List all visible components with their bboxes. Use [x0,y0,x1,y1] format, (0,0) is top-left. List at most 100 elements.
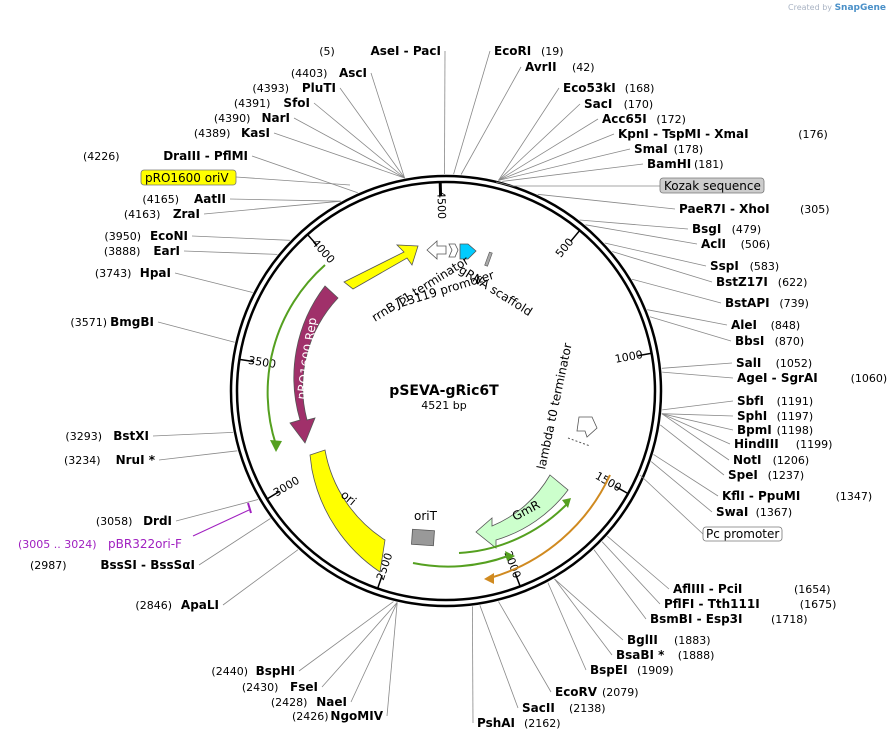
site-position: (1052) [776,357,813,370]
site-position: (3234) [64,454,101,467]
site-name: DrdI [143,514,172,528]
feature-orit[interactable] [411,528,435,547]
plasmid-length: 4521 bp [421,399,466,412]
site-position: (4403) [291,67,328,80]
site-name: PflFI - Tth111I [664,597,760,611]
leader-line [660,424,725,476]
restriction-site-label[interactable]: BstXI(3293) [65,429,149,443]
restriction-site-label[interactable]: SacI(170) [584,97,653,111]
restriction-site-label[interactable]: BpmI(1198) [737,423,813,437]
restriction-site-label[interactable]: ApaLI(2846) [135,598,219,612]
restriction-site-label[interactable]: EcoRV(2079) [555,685,639,699]
restriction-site-label[interactable]: KasI(4389) [194,126,270,140]
restriction-site-label[interactable]: NarI(4390) [214,111,290,125]
tick-mark [570,229,581,242]
pc-promoter-box [702,526,783,542]
site-position: (176) [798,128,828,141]
restriction-site-label[interactable]: PaeR7I - XhoI(305) [679,202,830,216]
restriction-site-label[interactable]: SfoI(4391) [234,96,310,110]
site-position: (1191) [777,395,814,408]
leader-line [662,371,734,379]
restriction-site-label[interactable]: SwaI(1367) [716,505,792,519]
restriction-site-label[interactable]: AatII(4165) [142,192,226,206]
restriction-site-label[interactable]: Acc65I(172) [602,112,686,126]
site-position: (479) [732,223,762,236]
restriction-site-label[interactable]: SalI (1052) [736,356,812,370]
restriction-site-label[interactable]: PshAI(2162) [477,716,561,730]
feature-ori-arrow[interactable] [309,449,386,573]
site-name: SalI [736,356,761,370]
restriction-site-label[interactable]: EcoNI(3950) [104,229,188,243]
leader-line [174,272,253,293]
restriction-site-label[interactable]: SspI (583) [710,259,779,273]
restriction-site-label[interactable]: PluTI(4393) [252,81,336,95]
site-position: (2079) [602,686,639,699]
site-position: (1060) [851,372,888,385]
restriction-site-label[interactable]: ZraI(4163) [124,207,200,221]
restriction-site-label[interactable]: PflFI - Tth111I(1675) [664,597,836,611]
site-name: DraIII - PflMI [163,149,248,163]
feature-gmr-arrow[interactable] [475,474,569,549]
restriction-site-label[interactable]: SmaI(178) [634,142,703,156]
restriction-site-label[interactable]: NaeI(2428) [271,695,347,709]
tick-mark [266,491,280,500]
restriction-site-label[interactable]: BstZ17I(622) [716,275,807,289]
site-name: BspHI [256,664,295,678]
restriction-site-label[interactable]: HindIII(1199) [734,437,832,451]
restriction-site-label[interactable]: DrdI(3058) [96,514,172,528]
orange-orf-arrowhead [484,573,494,584]
restriction-site-label[interactable]: Eco53kI(168) [563,81,654,95]
restriction-site-label[interactable]: BamHI(181) [647,157,724,171]
site-position: (2426) [292,710,329,723]
restriction-site-label[interactable]: BmgBI(3571) [70,315,154,329]
leader-line [653,454,719,497]
feature-label-orit: oriT [414,509,438,523]
restriction-site-label[interactable]: BssSI - BssSαI(2987) [30,558,195,572]
restriction-site-label[interactable]: BglII(1883) [627,633,711,647]
restriction-site-label[interactable]: AleI(848) [731,318,800,332]
restriction-site-label[interactable]: BspHI(2440) [211,664,295,678]
restriction-site-label[interactable]: KflI - PpuMI(1347) [722,489,872,503]
restriction-site-label[interactable]: EcoRI(19) [494,44,564,58]
feature-j23119-arrow-2[interactable] [448,243,459,258]
restriction-site-label[interactable]: SphI(1197) [737,409,813,423]
tick-mark [306,234,318,246]
restriction-site-label[interactable]: NotI(1206) [733,453,809,467]
restriction-site-label[interactable]: EarI(3888) [104,244,180,258]
site-position: (1347) [836,490,873,503]
restriction-site-label[interactable]: HpaI(3743) [95,266,171,280]
site-position: (583) [750,260,780,273]
leader-line [579,219,689,230]
site-name: ZraI [173,207,200,221]
restriction-site-label[interactable]: DraIII - PflMI(4226) [83,149,248,163]
feature-grna-arrow[interactable] [459,243,477,260]
restriction-site-label[interactable]: AvrII(42) [525,60,595,74]
restriction-site-label[interactable]: NruI *(3234) [64,453,156,467]
site-name: EcoRI [494,44,531,58]
restriction-site-label[interactable]: AscI(4403) [291,66,367,80]
feature-pro1600-rep-arrow[interactable] [289,285,339,444]
feature-lambda-t0-arrow[interactable] [576,416,598,438]
restriction-site-label[interactable]: SbfI(1191) [737,394,813,408]
restriction-site-label[interactable]: AclI(506) [701,237,770,251]
restriction-site-label[interactable]: AflIII - PciI(1654) [673,582,831,596]
feature-j23119-arrow[interactable] [426,240,447,260]
restriction-site-label[interactable]: KpnI - TspMI - XmaI(176) [618,127,828,141]
restriction-site-label[interactable]: BbsI(870) [735,334,804,348]
restriction-site-label[interactable]: SpeI(1237) [728,468,804,482]
site-name: AseI - PacI [370,44,441,58]
restriction-site-label[interactable]: BsgI(479) [692,222,761,236]
restriction-site-label[interactable]: BsaBI *(1888) [616,648,714,662]
leader-line [321,602,398,688]
feature-rrnb-terminator-arrow[interactable] [343,244,419,290]
restriction-site-label[interactable]: BsmBI - Esp3I(1718) [650,612,808,626]
restriction-site-label[interactable]: FseI(2430) [242,680,318,694]
site-name: SspI [710,259,739,273]
restriction-site-label[interactable]: AgeI - SgrAI(1060) [737,371,887,385]
restriction-site-label[interactable]: AseI - PacI(5) [319,44,441,58]
leader-line [498,601,552,693]
restriction-site-label[interactable]: NgoMIV(2426) [292,709,384,723]
restriction-site-label[interactable]: BspEI(1909) [590,663,674,677]
restriction-site-label[interactable]: BstAPI(739) [725,296,809,310]
restriction-site-label[interactable]: SacII(2138) [522,701,606,715]
